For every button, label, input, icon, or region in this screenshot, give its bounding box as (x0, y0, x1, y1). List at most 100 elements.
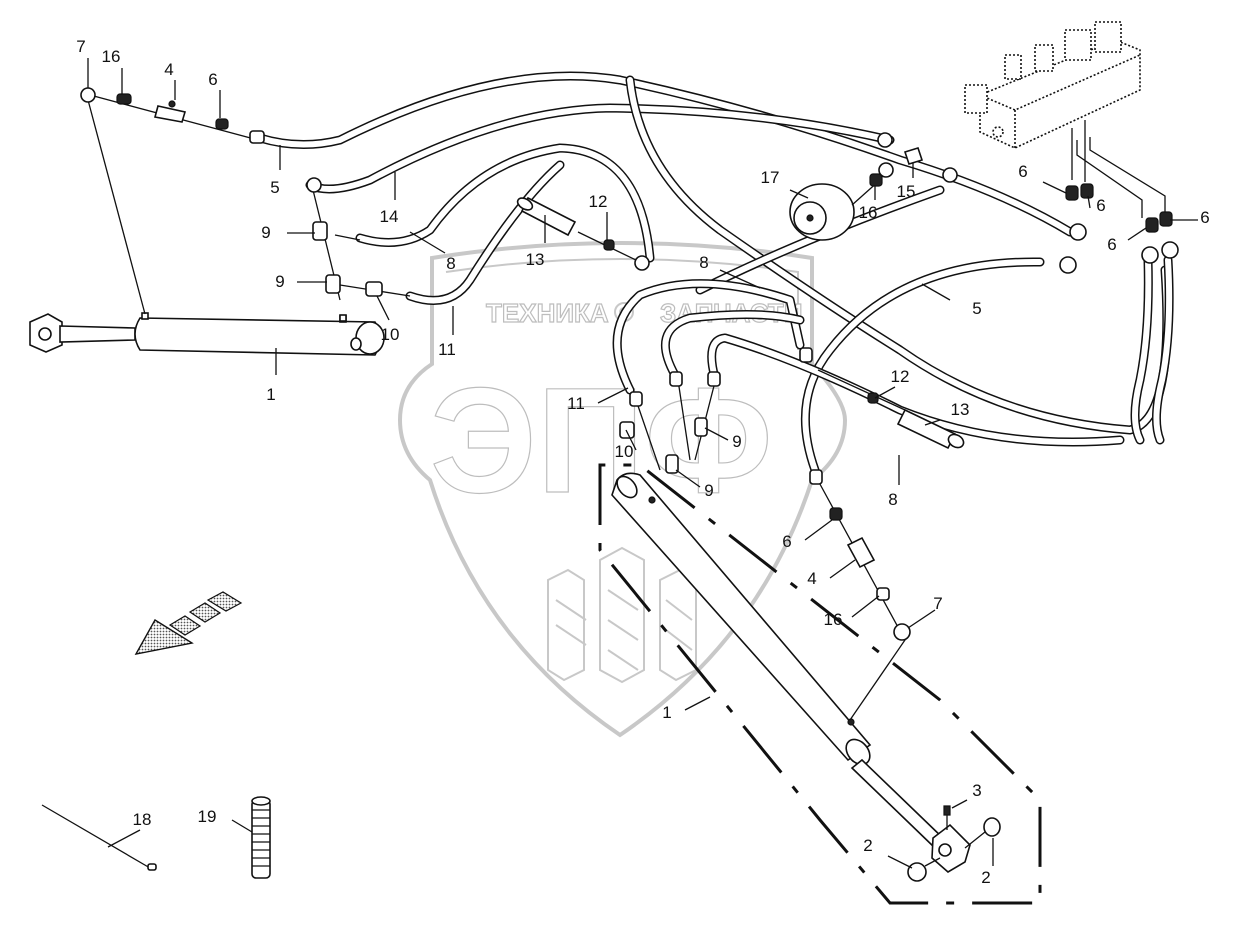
hose-right-2 (1152, 255, 1174, 445)
callout-label-plug-cap: 13 (951, 400, 970, 419)
callout-label-adapter: 12 (589, 192, 608, 211)
accumulator-17 (789, 179, 881, 241)
callout-label-adapter: 16 (102, 47, 121, 66)
protective-sleeve-19 (251, 796, 271, 879)
callout-label-check-valve: 10 (615, 442, 634, 461)
callout-label-adapter: 16 (824, 610, 843, 629)
callout-label-hose: 11 (438, 340, 456, 359)
callout-leader-grease-nipple (951, 799, 968, 809)
callout-leader-protective-sleeve (231, 819, 253, 833)
check-valve-10-b (619, 421, 635, 439)
callout-label-hose: 5 (270, 178, 279, 197)
callout-label-hose: 14 (380, 207, 399, 226)
callout-label-hydraulic-cylinder: 1 (662, 703, 671, 722)
hose-11-upper (405, 160, 565, 305)
callout-label-tee-fitting: 9 (704, 481, 713, 500)
callout-label-check-valve: 10 (381, 325, 400, 344)
adapter-16 (116, 93, 132, 105)
check-valve-10 (365, 281, 383, 297)
hose-8-left (355, 143, 655, 263)
elbow-fitting-7 (80, 87, 96, 103)
callout-label-elbow-fitting: 7 (933, 594, 942, 613)
adapter-16-c (876, 587, 890, 601)
grease-nipple-3 (943, 805, 951, 816)
callout-label-adapter: 6 (1018, 162, 1027, 181)
callout-leader-tee-fitting (704, 427, 729, 441)
callout-leader-hose (719, 269, 761, 289)
callout-label-bushing: 2 (863, 836, 872, 855)
bushing-2-b (983, 817, 1001, 837)
plug-cap-13-b (896, 408, 957, 450)
adapter-6-b (1080, 183, 1094, 199)
callout-label-cable-tie: 18 (133, 810, 152, 829)
adapter-16-b (869, 173, 883, 187)
fittings (41, 87, 1179, 882)
hose-8-long (625, 75, 1172, 435)
callout-leader-bushing (887, 855, 913, 869)
callout-leader-check-valve (625, 429, 637, 451)
callout-leader-adapter (1042, 181, 1067, 194)
callout-label-restrictor-valve: 4 (164, 60, 173, 79)
callout-label-hose: 11 (567, 394, 585, 413)
hose-accumulator (695, 185, 945, 295)
callouts: 7164651499810111131281716156666512131191… (76, 37, 1209, 887)
callout-label-adapter: 12 (891, 367, 910, 386)
callout-leader-elbow-fitting (907, 609, 936, 629)
callout-label-adapter: 6 (1200, 208, 1209, 227)
restrictor-valve-4-b (846, 536, 876, 569)
tee-fitting-9-d (665, 454, 679, 474)
hydraulic-cylinder-left (29, 312, 385, 356)
adapter-6-d (1159, 211, 1173, 227)
callout-label-accumulator: 17 (761, 168, 780, 187)
callout-label-grease-nipple: 3 (972, 781, 981, 800)
wheat-icon (547, 546, 697, 684)
callout-label-hose: 8 (888, 490, 897, 509)
callout-leader-hose (409, 231, 446, 254)
hose-right-1 (1130, 255, 1153, 445)
hose-5-lower (800, 257, 1045, 475)
elbow-fitting-7-b (893, 623, 911, 641)
callout-leader-plug-cap (924, 419, 941, 426)
callout-leader-cable-tie (107, 829, 141, 848)
callout-leader-restrictor-valve (829, 559, 856, 579)
callout-leader-adapter (804, 519, 833, 541)
adapter-6-c (1145, 217, 1159, 233)
callout-label-adapter: 6 (782, 532, 791, 551)
callout-leader-tee-fitting (675, 469, 701, 488)
callout-label-adapter: 6 (208, 70, 217, 89)
hose-center-2 (660, 309, 805, 380)
adapter-12-b (867, 392, 879, 404)
callout-leader-adapter (1127, 227, 1147, 241)
tee-fitting-15 (903, 147, 924, 165)
callout-label-adapter: 16 (859, 203, 878, 222)
callout-leader-adapter (874, 386, 896, 399)
adapter-6-e (829, 507, 843, 521)
callout-label-tee-fitting: 15 (897, 182, 916, 201)
callout-leader-hose (921, 283, 951, 301)
callout-label-protective-sleeve: 19 (198, 807, 217, 826)
hydraulic-cylinder-right (598, 463, 1042, 905)
callout-leader-check-valve (376, 295, 390, 321)
watermark-text-1: ТЕХНИКА (486, 298, 609, 328)
callout-label-tee-fitting: 9 (732, 432, 741, 451)
callout-label-hydraulic-cylinder: 1 (266, 385, 275, 404)
hose-11-center (612, 279, 805, 395)
callout-label-plug-cap: 13 (526, 250, 545, 269)
callout-label-restrictor-valve: 4 (807, 569, 816, 588)
cable-tie-18 (41, 804, 157, 871)
callout-label-elbow-fitting: 7 (76, 37, 85, 56)
callout-label-tee-fitting: 9 (261, 223, 270, 242)
control-valve-block (964, 21, 1141, 149)
bushing-2-a (907, 862, 927, 882)
callout-label-hose: 8 (446, 254, 455, 273)
callout-label-hose: 8 (699, 253, 708, 272)
callout-leader-accumulator (789, 189, 809, 199)
tee-fitting-9-a (312, 221, 328, 241)
callout-label-tee-fitting: 9 (275, 272, 284, 291)
callout-label-bushing: 2 (981, 868, 990, 887)
callout-leader-adapter (1087, 195, 1091, 209)
callout-label-adapter: 6 (1107, 235, 1116, 254)
restrictor-valve-4 (153, 105, 187, 123)
hose-14 (305, 103, 895, 194)
